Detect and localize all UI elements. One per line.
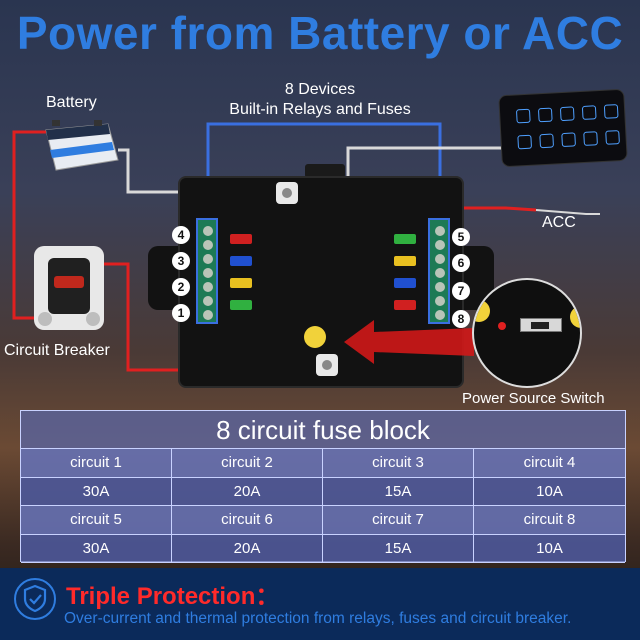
devices-label: 8 Devices Built-in Relays and Fuses xyxy=(200,80,440,120)
terminal-number: 4 xyxy=(172,226,190,244)
terminal-strip-right xyxy=(428,218,450,324)
power-stud-top xyxy=(276,182,298,204)
devices-label-line2: Built-in Relays and Fuses xyxy=(229,101,411,118)
terminal-number: 8 xyxy=(452,310,470,328)
table-cell: 10A xyxy=(474,477,625,506)
led-indicator-icon xyxy=(498,322,506,330)
footer-title: Triple Protection： xyxy=(66,583,280,610)
power-switch-zoom xyxy=(472,278,582,388)
power-source-switch-icon xyxy=(520,318,562,332)
terminal-number: 6 xyxy=(452,254,470,272)
fuse-yellow xyxy=(230,278,252,288)
acc-label: ACC xyxy=(542,214,576,231)
table-cell: circuit 7 xyxy=(323,506,474,535)
fusebox-tab xyxy=(305,164,345,178)
table-cell: 20A xyxy=(172,534,323,563)
table-title: 8 circuit fuse block xyxy=(21,411,625,449)
footer-banner: Triple Protection： Over-current and ther… xyxy=(0,568,640,640)
terminal-number: 1 xyxy=(172,304,190,322)
table-cell: 30A xyxy=(21,477,172,506)
fuse-red xyxy=(230,234,252,244)
footer-text: Over-current and thermal protection from… xyxy=(64,610,572,627)
fuse-green xyxy=(230,300,252,310)
table-cell: 15A xyxy=(323,534,474,563)
circuit-breaker-label: Circuit Breaker xyxy=(4,342,110,359)
table-cell: circuit 2 xyxy=(172,449,323,478)
fuse-rating-table: 8 circuit fuse block circuit 1 circuit 2… xyxy=(20,410,626,563)
fuse-blue xyxy=(230,256,252,266)
fuse-yellow xyxy=(394,256,416,266)
table-cell: circuit 8 xyxy=(474,506,625,535)
terminal-number: 2 xyxy=(172,278,190,296)
power-source-switch-label: Power Source Switch xyxy=(462,390,605,407)
fuse-red xyxy=(394,300,416,310)
battery-label: Battery xyxy=(46,94,97,111)
table-grid: circuit 1 circuit 2 circuit 3 circuit 4 … xyxy=(21,449,625,563)
table-cell: circuit 6 xyxy=(172,506,323,535)
page-title: Power from Battery or ACC xyxy=(16,7,624,59)
terminal-number: 7 xyxy=(452,282,470,300)
devices-label-line1: 8 Devices xyxy=(284,81,356,98)
table-cell: 30A xyxy=(21,534,172,563)
terminal-strip-left xyxy=(196,218,218,324)
table-cell: circuit 1 xyxy=(21,449,172,478)
power-stud-bottom xyxy=(316,354,338,376)
fuse-green xyxy=(394,234,416,244)
table-cell: circuit 5 xyxy=(21,506,172,535)
table-cell: circuit 3 xyxy=(323,449,474,478)
table-cell: 10A xyxy=(474,534,625,563)
battery-icon xyxy=(45,120,119,171)
fuse-blue xyxy=(394,278,416,288)
terminal-number: 5 xyxy=(452,228,470,246)
switch-panel-icon xyxy=(498,88,628,168)
shield-check-icon xyxy=(14,578,56,620)
table-cell: 20A xyxy=(172,477,323,506)
table-cell: 15A xyxy=(323,477,474,506)
circuit-breaker-icon xyxy=(34,246,104,330)
terminal-number: 3 xyxy=(172,252,190,270)
table-cell: circuit 4 xyxy=(474,449,625,478)
indicator-dot xyxy=(304,326,326,348)
arrow-left-icon xyxy=(344,320,474,364)
